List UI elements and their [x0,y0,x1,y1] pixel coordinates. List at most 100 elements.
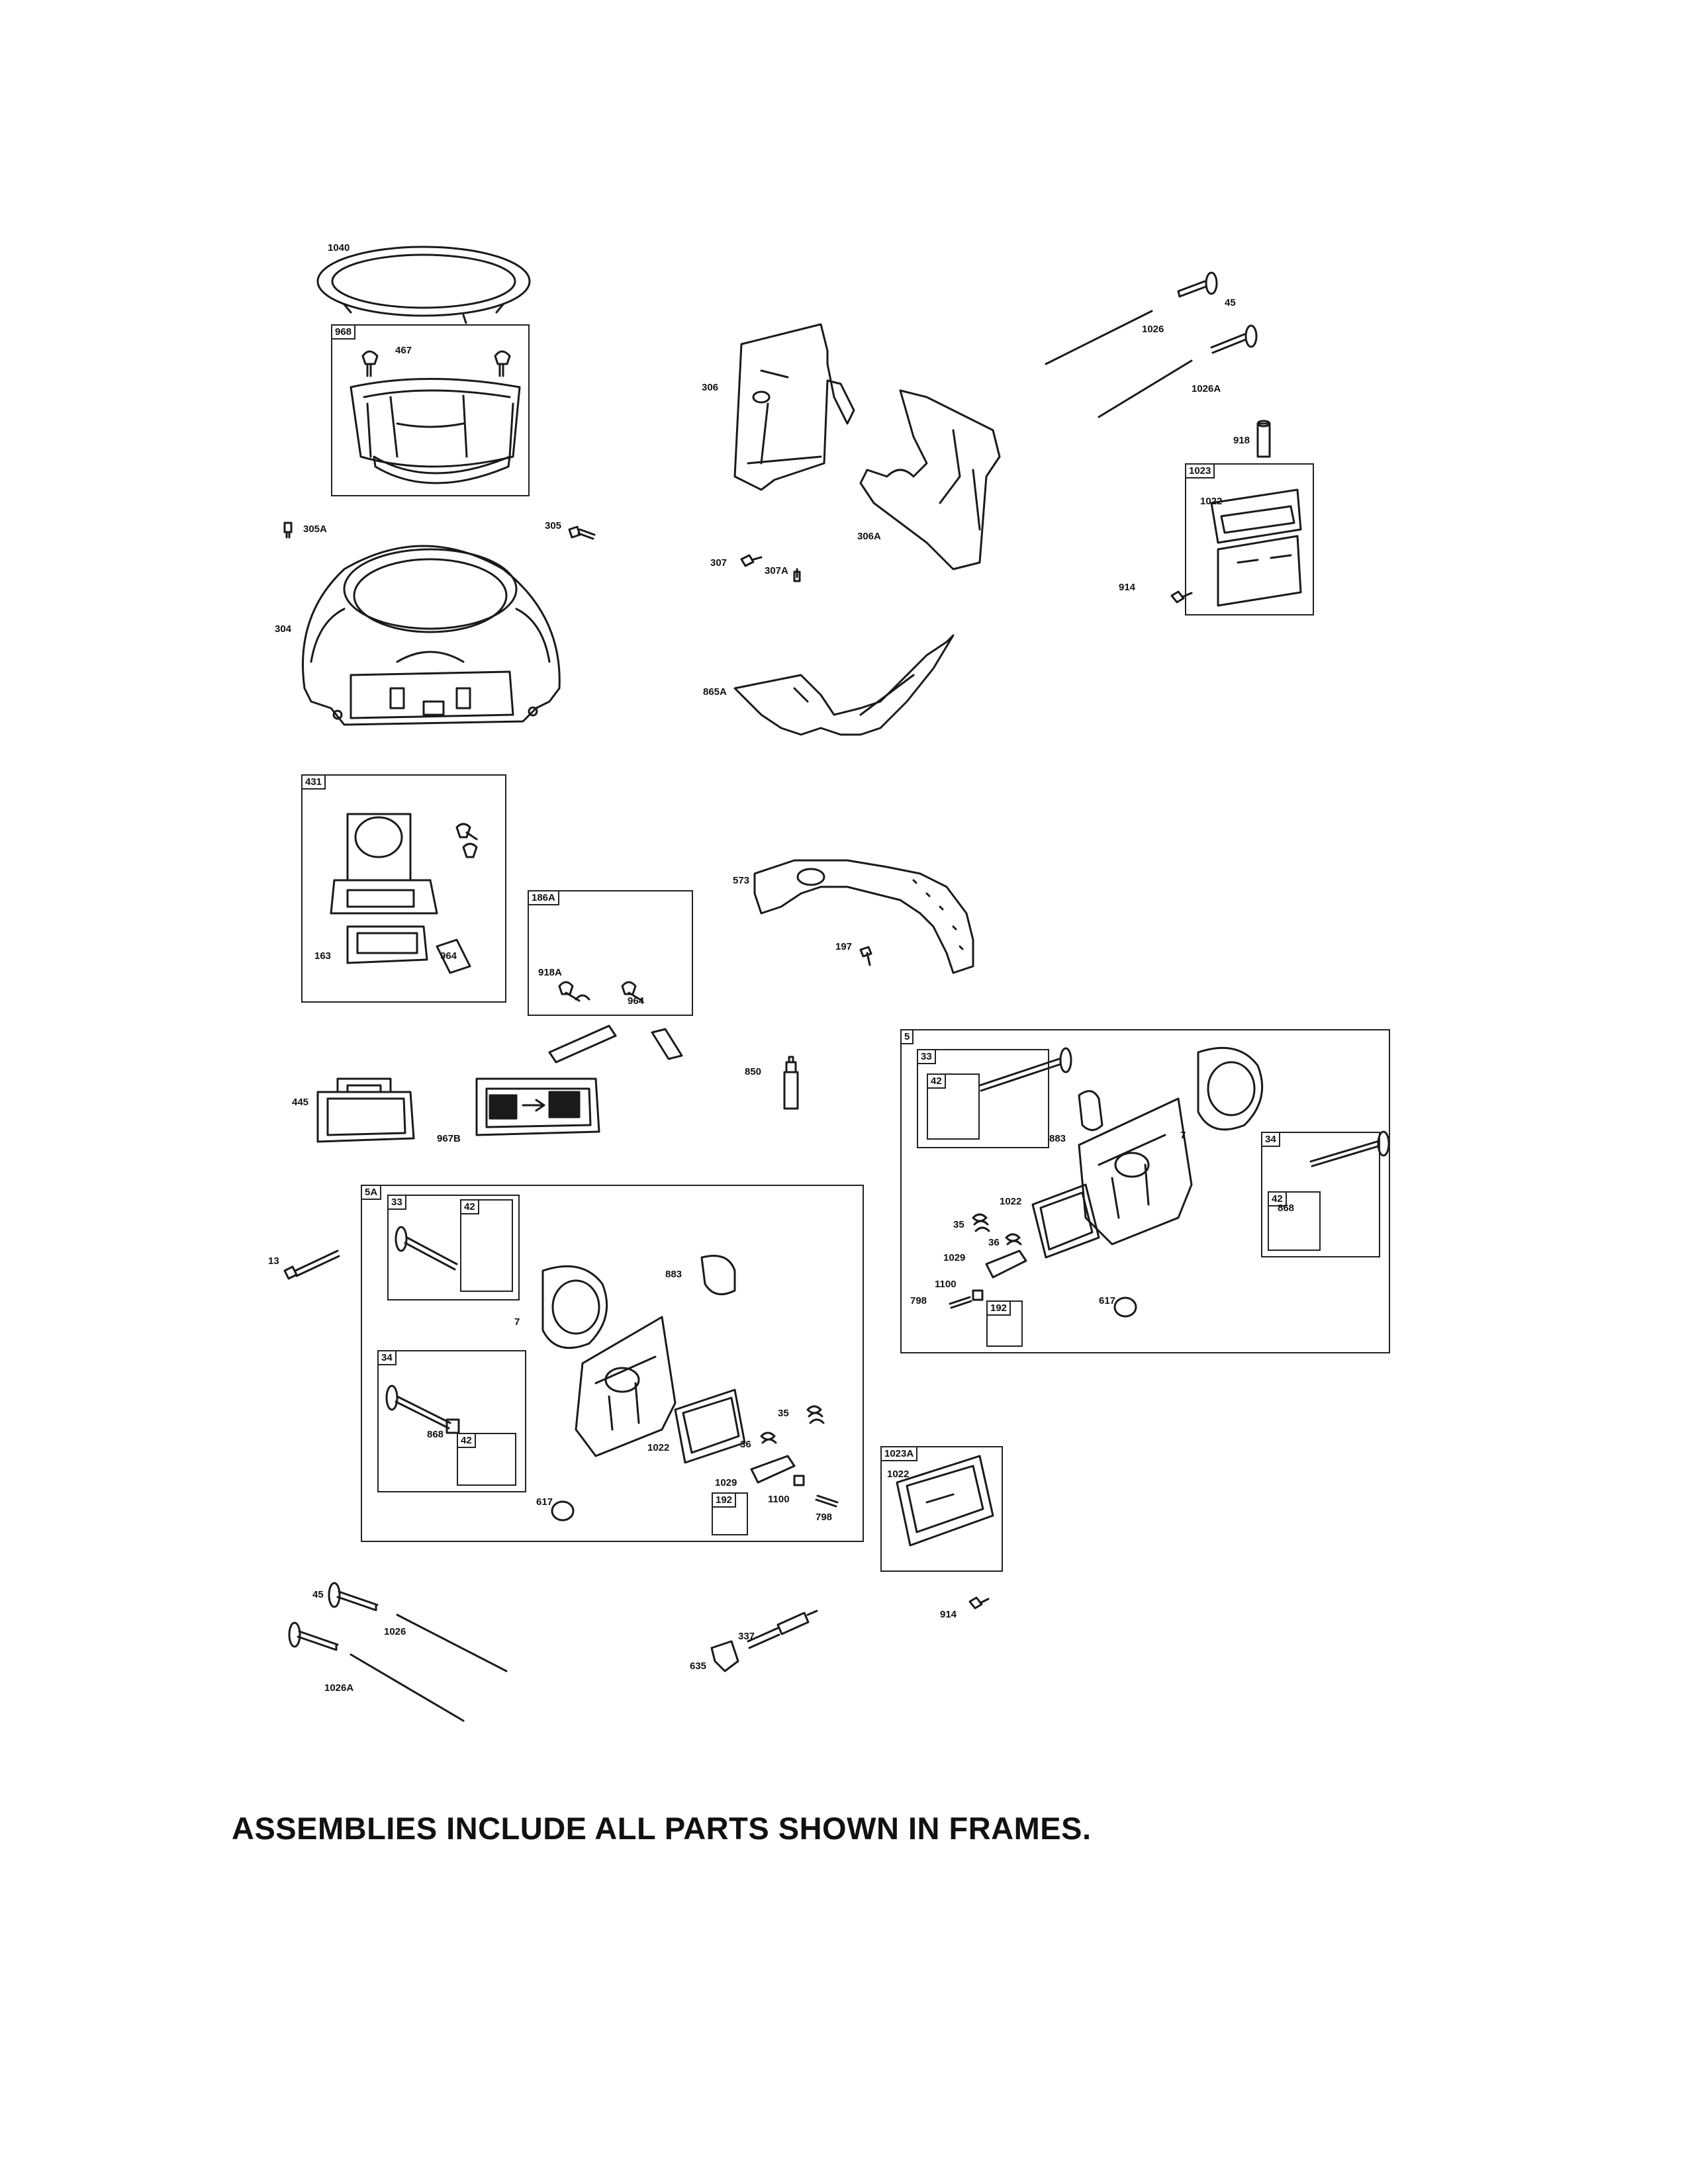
part-7-gasket-5A [541,1265,608,1349]
callout-1022-1023A: 1022 [887,1469,910,1480]
callout-35-5A: 35 [778,1408,789,1419]
callout-573: 573 [733,875,750,886]
part-197-screw [859,946,872,966]
part-883-gasket-5 [1078,1090,1103,1131]
callout-163: 163 [314,950,332,962]
part-445-air-filter [316,1077,415,1143]
callout-883-5: 883 [1049,1133,1066,1144]
callout-445: 445 [292,1097,309,1108]
frame-5A-192-tag: 192 [712,1492,737,1508]
part-918A-hose [548,1024,617,1064]
part-valve-5A-34 [385,1385,460,1434]
frame-5-42a: 42 [927,1073,980,1140]
callout-918: 918 [1233,435,1250,446]
part-307-screw [740,554,763,567]
callout-36-5: 36 [988,1237,1000,1248]
part-967B-pre-cleaner [475,1077,600,1136]
frame-5-34-tag: 34 [1261,1132,1280,1147]
frame-968-tag: 968 [331,324,356,340]
frame-5A-33: 33 [387,1195,520,1300]
callout-617-5: 617 [1099,1295,1116,1306]
part-1026A-push-rod-bottom [350,1653,465,1722]
frame-431-tag: 431 [301,774,326,790]
part-1100-pivot-5A [793,1475,805,1486]
callout-197: 197 [835,941,853,952]
callout-868-5A: 868 [427,1429,444,1440]
callout-798-5A: 798 [816,1512,833,1523]
callout-967B: 967B [437,1133,461,1144]
part-1026A-valve-bottom [288,1621,339,1651]
part-467-knob-right [494,350,511,377]
frame-5-42b: 42 [1268,1191,1321,1251]
callout-1040: 1040 [328,242,350,253]
callout-868-5: 868 [1278,1203,1295,1214]
callout-964-a: 964 [440,950,457,962]
frame-5-42a-tag: 42 [927,1073,946,1089]
part-1026-push-rod-top [1045,310,1153,365]
callout-13: 13 [268,1255,279,1267]
frame-5A-42b: 42 [457,1433,516,1486]
callout-7-5A: 7 [514,1316,520,1328]
part-307A-screw [793,568,801,582]
part-13-bolt [283,1250,340,1280]
callout-1100-5A: 1100 [768,1494,790,1505]
part-1023A-valve-cover [896,1455,994,1547]
callout-1022-5: 1022 [1000,1196,1022,1207]
frame-5A-33-tag: 33 [387,1195,406,1210]
part-35-spring-5A [806,1405,825,1424]
frame-1023-tag: 1023 [1185,463,1215,478]
frame-1023A: 1023A [880,1446,1003,1572]
frame-5A-34: 34 [377,1350,526,1492]
part-304-blower-housing [302,545,561,726]
callout-617-5A: 617 [536,1496,553,1508]
part-7-gasket-5 [1197,1046,1264,1131]
callout-304: 304 [275,623,292,635]
part-1029-rocker-5A [750,1455,796,1484]
callout-1026A-top: 1026A [1192,383,1221,394]
callout-865A: 865A [703,686,727,698]
part-850-oil-bottle [783,1056,799,1110]
frame-1023: 1023 [1185,463,1314,615]
part-918-tube [1256,420,1271,458]
callout-35-5: 35 [953,1219,964,1230]
frame-5-42b-tag: 42 [1268,1191,1287,1206]
callout-337: 337 [738,1631,755,1642]
part-36-spring-5 [1005,1233,1022,1246]
part-865A-baffle [733,634,955,736]
callout-918A: 918A [538,967,562,978]
part-914-bolt-top [1170,590,1193,604]
part-337-spark-plug [747,1610,818,1649]
callout-306A: 306A [857,531,881,542]
callout-36-5A: 36 [740,1439,751,1450]
frame-5-192: 192 [986,1300,1023,1347]
part-617-ring-5 [1113,1297,1137,1318]
frame-5: 5 [900,1029,1390,1353]
callout-1022-top: 1022 [1200,496,1223,507]
part-305-bolt [568,525,596,540]
part-1026A-push-rod-top [1098,359,1193,418]
part-883-gasket-5A [700,1255,736,1296]
frame-5-33-tag: 33 [917,1049,936,1064]
part-467-knob-left [361,350,379,377]
frame-431: 431 [301,774,506,1003]
part-617-ring-5A [551,1500,575,1522]
callout-1022-5A: 1022 [647,1442,670,1453]
part-964-tube [436,938,471,974]
callout-305: 305 [545,520,562,531]
assemblies-note: ASSEMBLIES INCLUDE ALL PARTS SHOWN IN FR… [232,1811,1092,1846]
callout-467: 467 [395,345,412,356]
callout-1029-5: 1029 [943,1252,966,1263]
part-1029-rocker-5 [985,1250,1027,1279]
frame-5A-42a: 42 [460,1199,513,1292]
callout-7-5: 7 [1180,1130,1186,1141]
part-573-baffle [753,859,974,974]
callout-883-5A: 883 [665,1269,682,1280]
callout-914-top: 914 [1119,582,1136,593]
part-valve-5A-33 [395,1226,458,1271]
part-1022-gasket-5A [674,1388,746,1464]
part-968-cover [350,378,521,484]
callout-964-b: 964 [628,995,645,1007]
frame-5A: 5A [361,1185,864,1542]
frame-5A-tag: 5A [361,1185,382,1200]
